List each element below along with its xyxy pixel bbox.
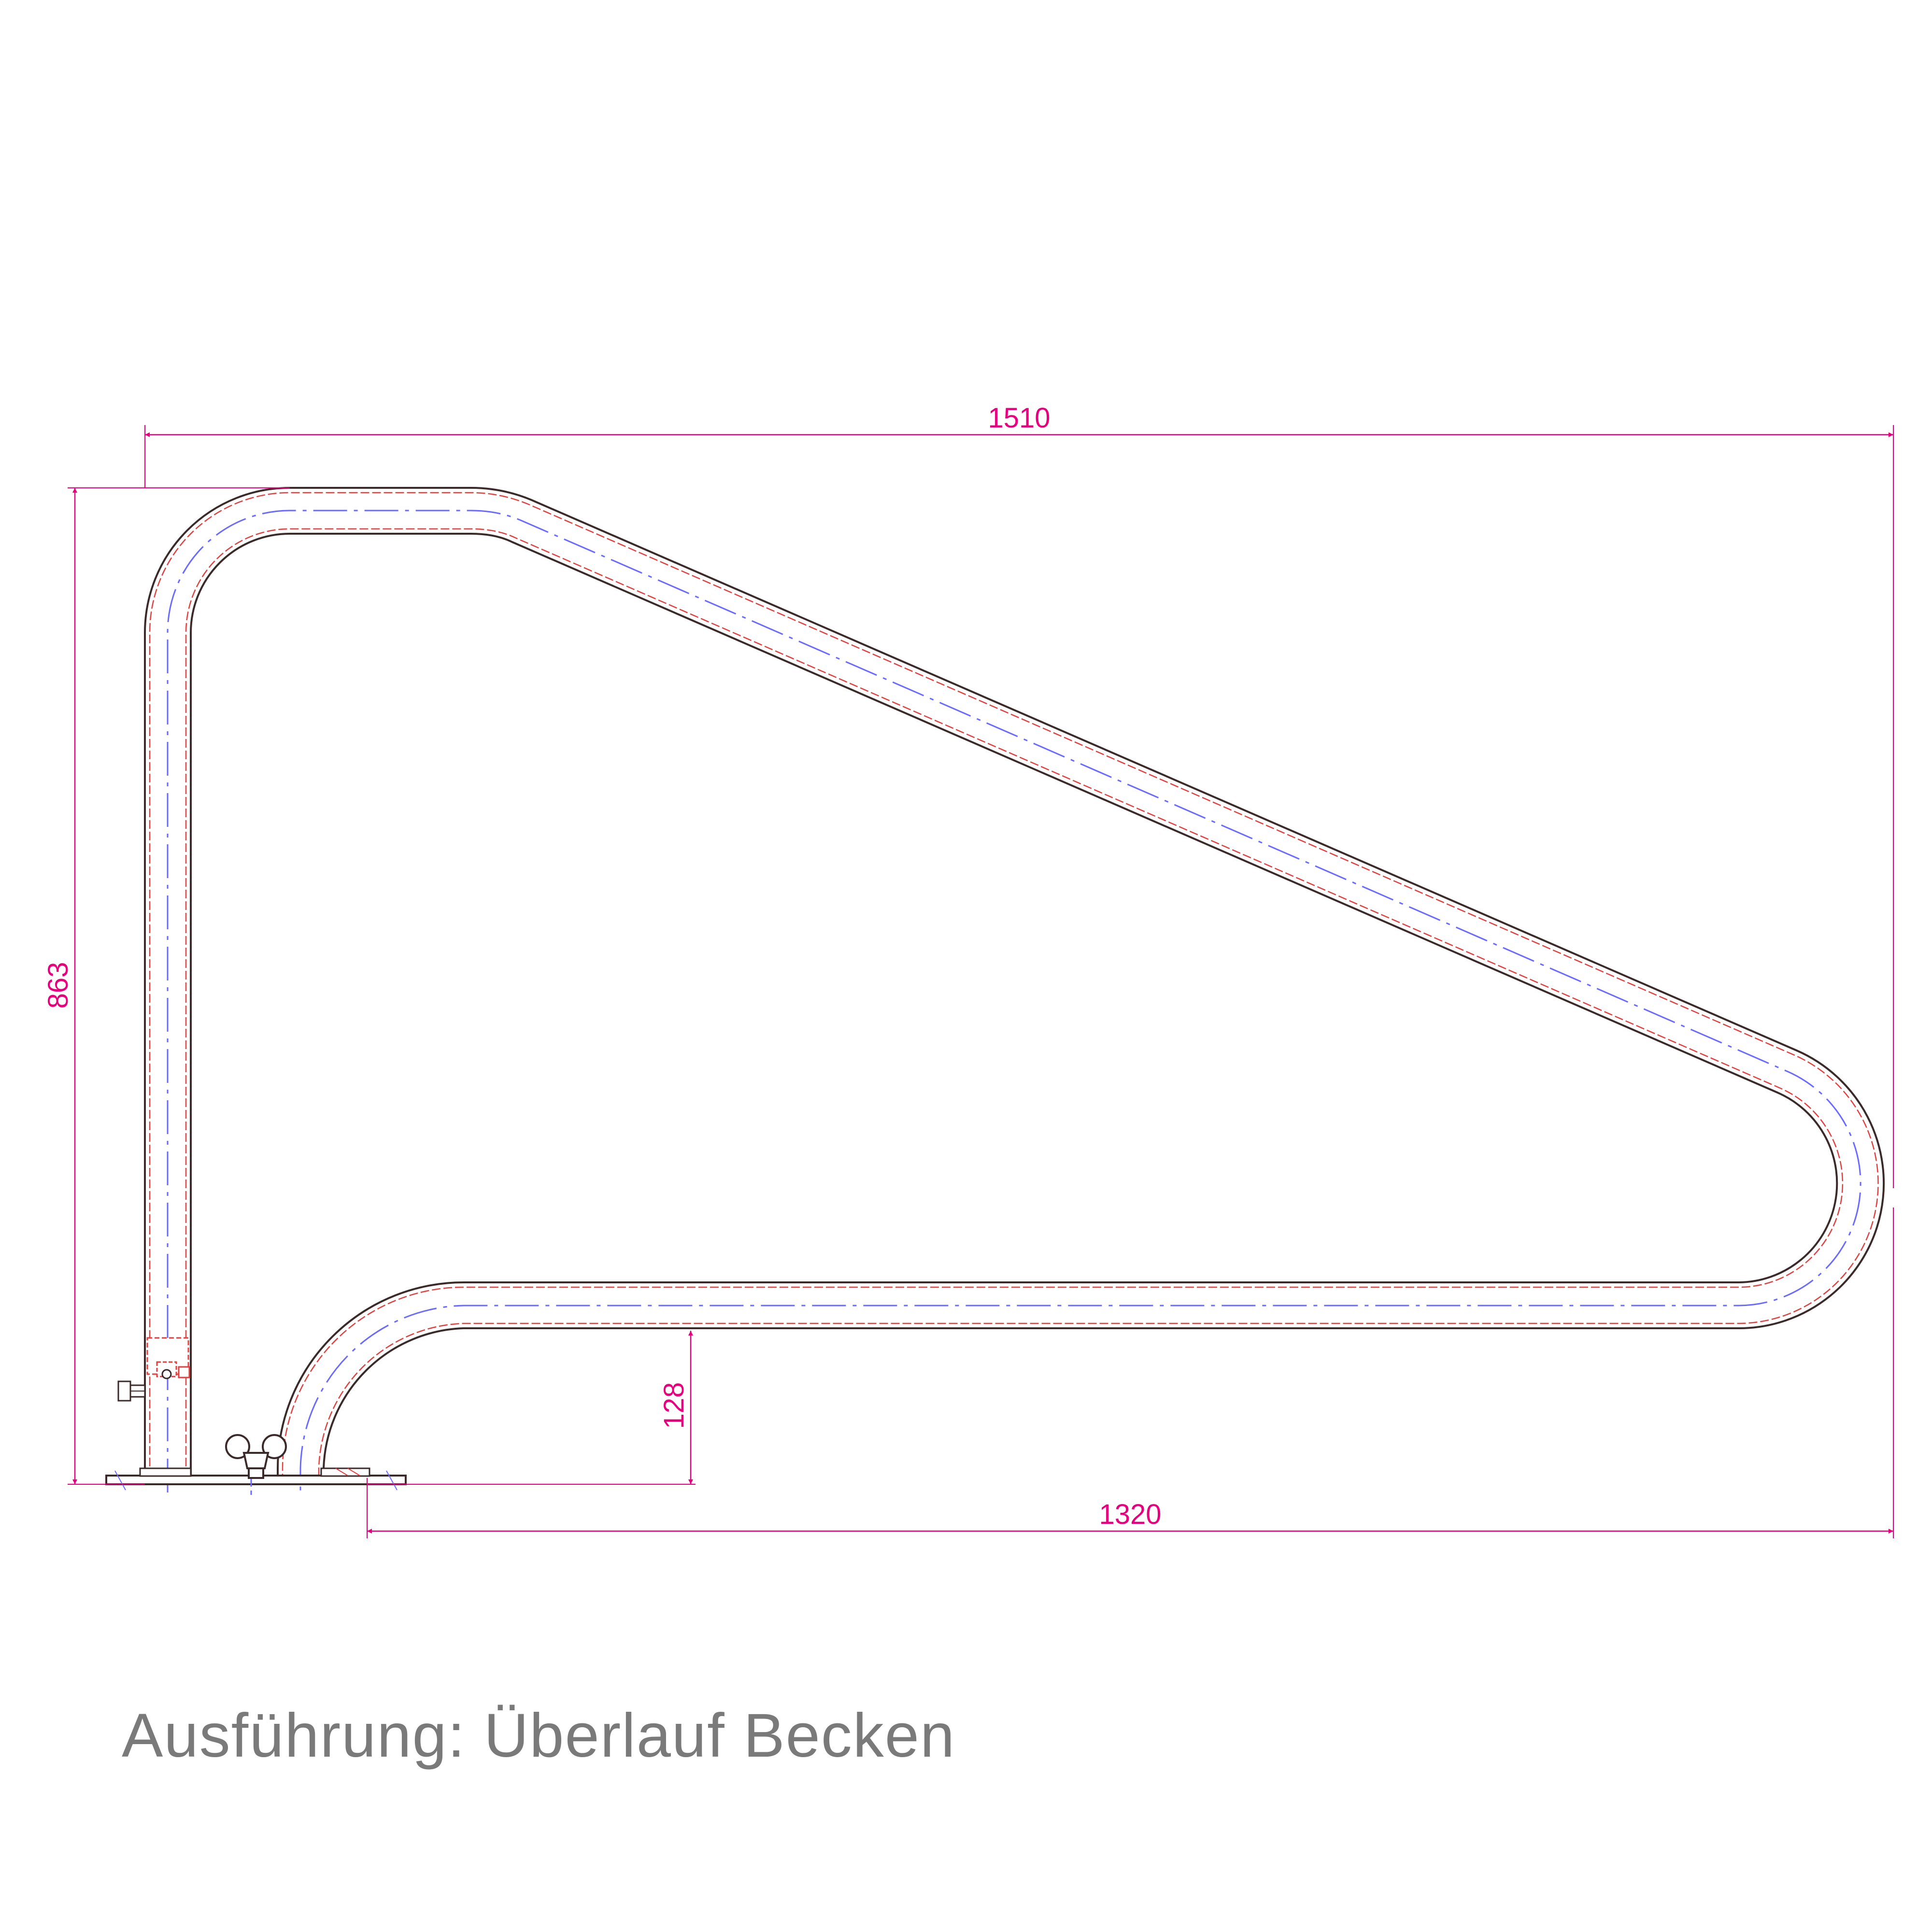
side-clamp [117,1337,190,1402]
dimension-overall-height: 863 [43,487,290,1485]
drawing-caption: Ausführung: Überlauf Becken [122,1701,956,1770]
dimension-label-128: 128 [658,1382,690,1429]
wing-nut [225,1434,287,1479]
tube-inner-outline [190,533,1838,1478]
tube-centerline [167,510,1861,1492]
dimension-label-1320: 1320 [1099,1499,1161,1530]
dimension-lower-rail-height: 128 [367,1331,696,1485]
dimension-label-863: 863 [43,962,74,1009]
dimension-lower-rail-length: 1320 [367,1208,1894,1538]
tube-wall-outer [149,492,1879,1478]
dimension-label-1510: 1510 [988,402,1050,434]
tube-wall-inner [185,528,1844,1478]
dimension-overall-width: 1510 [144,402,1894,1188]
handrail-tube [144,487,1885,1492]
base-plate [105,1463,407,1495]
tube-outer-outline [144,487,1885,1478]
